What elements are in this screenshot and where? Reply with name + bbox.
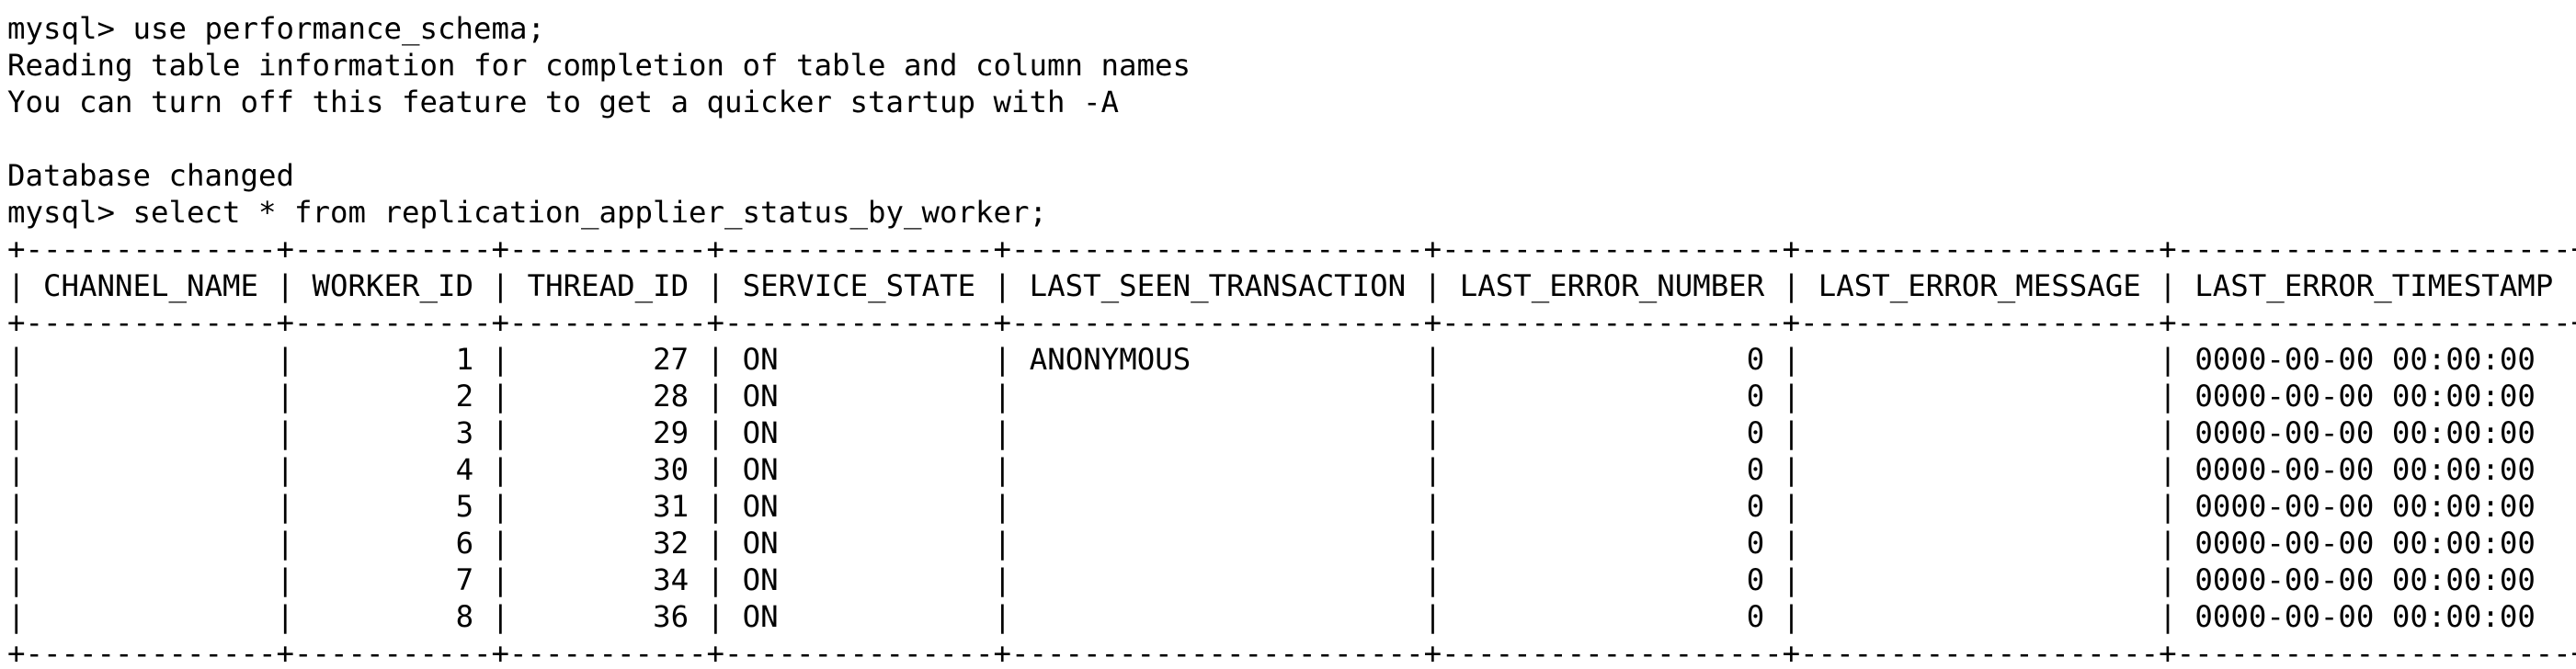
table-cell: 34 bbox=[653, 562, 690, 597]
table-row: | | 3 | 29 | ON | | 0 | | 0000-00-00 00:… bbox=[7, 415, 2576, 450]
table-cell: 6 bbox=[455, 526, 474, 561]
column-header: WORKER_ID bbox=[312, 268, 474, 303]
table-cell: 0 bbox=[1746, 599, 1765, 634]
table-cell: 0000-00-00 00:00:00 bbox=[2194, 452, 2536, 487]
table-cell: 5 bbox=[455, 489, 474, 524]
table-cell: 0 bbox=[1746, 379, 1765, 414]
terminal-session: mysql> use performance_schema;Reading ta… bbox=[7, 10, 2576, 231]
table-cell: 0 bbox=[1746, 415, 1765, 450]
table-cell: ANONYMOUS bbox=[1029, 342, 1191, 377]
table-border: +--------------+-----------+-----------+… bbox=[7, 636, 2576, 669]
table-cell: 0 bbox=[1746, 562, 1765, 597]
table-cell: ON bbox=[742, 562, 779, 597]
command-line: mysql> use performance_schema; bbox=[7, 10, 2576, 47]
column-header: LAST_ERROR_TIMESTAMP bbox=[2194, 268, 2554, 303]
output-line: Database changed bbox=[7, 158, 295, 193]
table-cell: 7 bbox=[455, 562, 474, 597]
table-cell: ON bbox=[742, 342, 779, 377]
table-cell: 1 bbox=[455, 342, 474, 377]
table-row: | | 7 | 34 | ON | | 0 | | 0000-00-00 00:… bbox=[7, 562, 2576, 597]
mysql-prompt: mysql> bbox=[7, 11, 133, 46]
column-header: LAST_SEEN_TRANSACTION bbox=[1029, 268, 1407, 303]
table-border: +--------------+-----------+-----------+… bbox=[7, 232, 2576, 266]
table-cell: 32 bbox=[653, 526, 690, 561]
output-line bbox=[7, 120, 2576, 157]
table-cell: 31 bbox=[653, 489, 690, 524]
table-cell: ON bbox=[742, 526, 779, 561]
query-result-table: +--------------+-----------+-----------+… bbox=[7, 231, 2576, 669]
column-header: SERVICE_STATE bbox=[742, 268, 976, 303]
table-cell: ON bbox=[742, 599, 779, 634]
table-row: | | 2 | 28 | ON | | 0 | | 0000-00-00 00:… bbox=[7, 379, 2576, 414]
table-cell: 36 bbox=[653, 599, 690, 634]
output-line: Reading table information for completion… bbox=[7, 48, 1191, 83]
table-cell: 27 bbox=[653, 342, 690, 377]
table-cell: 30 bbox=[653, 452, 690, 487]
table-row: | | 6 | 32 | ON | | 0 | | 0000-00-00 00:… bbox=[7, 526, 2576, 561]
table-row: | | 4 | 30 | ON | | 0 | | 0000-00-00 00:… bbox=[7, 452, 2576, 487]
table-cell: ON bbox=[742, 489, 779, 524]
table-cell: 0000-00-00 00:00:00 bbox=[2194, 342, 2536, 377]
table-cell: ON bbox=[742, 379, 779, 414]
table-cell: 0 bbox=[1746, 489, 1765, 524]
table-cell: 0000-00-00 00:00:00 bbox=[2194, 526, 2536, 561]
table-cell: 2 bbox=[455, 379, 474, 414]
table-cell: 29 bbox=[653, 415, 690, 450]
table-row: | | 8 | 36 | ON | | 0 | | 0000-00-00 00:… bbox=[7, 599, 2576, 634]
column-header: LAST_ERROR_MESSAGE bbox=[1818, 268, 2141, 303]
column-header: THREAD_ID bbox=[527, 268, 690, 303]
table-border: +--------------+-----------+-----------+… bbox=[7, 305, 2576, 340]
table-header-row: | CHANNEL_NAME | WORKER_ID | THREAD_ID |… bbox=[7, 268, 2576, 303]
table-cell: ON bbox=[742, 452, 779, 487]
sql-command: select * from replication_applier_status… bbox=[132, 195, 1048, 230]
table-cell: 8 bbox=[455, 599, 474, 634]
table-cell: 0000-00-00 00:00:00 bbox=[2194, 379, 2536, 414]
table-cell: 0 bbox=[1746, 452, 1765, 487]
table-cell: ON bbox=[742, 415, 779, 450]
table-row: | | 1 | 27 | ON | ANONYMOUS | 0 | | 0000… bbox=[7, 342, 2576, 377]
table-cell: 0 bbox=[1746, 526, 1765, 561]
mysql-prompt: mysql> bbox=[7, 195, 133, 230]
table-cell: 0 bbox=[1746, 342, 1765, 377]
table-cell: 0000-00-00 00:00:00 bbox=[2194, 489, 2536, 524]
command-line: mysql> select * from replication_applier… bbox=[7, 194, 2576, 231]
table-cell: 28 bbox=[653, 379, 690, 414]
table-cell: 0000-00-00 00:00:00 bbox=[2194, 415, 2536, 450]
table-cell: 3 bbox=[455, 415, 474, 450]
column-header: CHANNEL_NAME bbox=[43, 268, 259, 303]
table-cell: 4 bbox=[455, 452, 474, 487]
table-row: | | 5 | 31 | ON | | 0 | | 0000-00-00 00:… bbox=[7, 489, 2576, 524]
output-line: You can turn off this feature to get a q… bbox=[7, 85, 1120, 119]
column-header: LAST_ERROR_NUMBER bbox=[1459, 268, 1765, 303]
table-cell: 0000-00-00 00:00:00 bbox=[2194, 599, 2536, 634]
table-cell: 0000-00-00 00:00:00 bbox=[2194, 562, 2536, 597]
sql-command: use performance_schema; bbox=[132, 11, 546, 46]
